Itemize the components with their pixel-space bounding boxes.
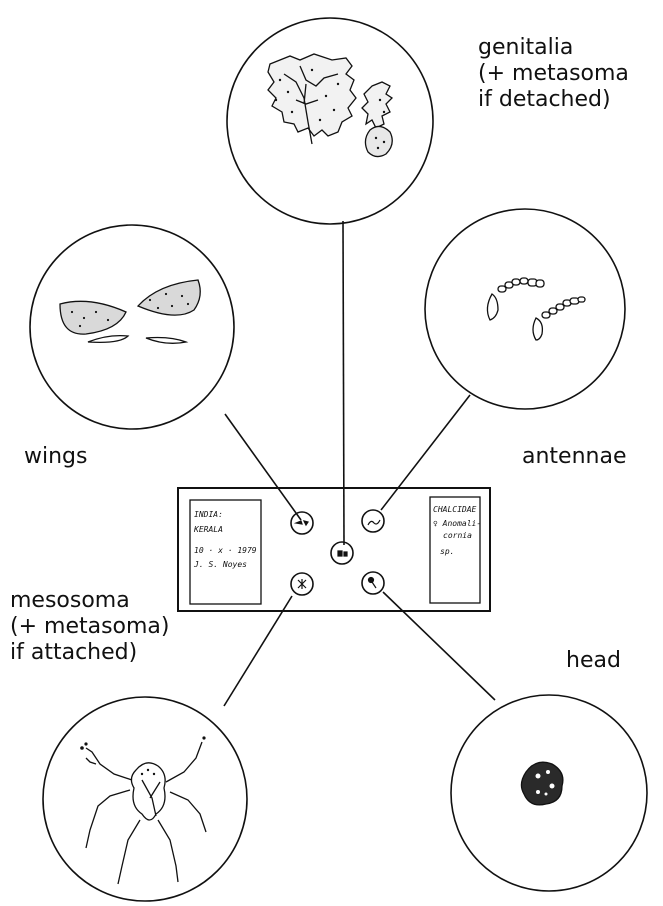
head-circle <box>450 694 648 892</box>
slide-label-right <box>429 496 481 604</box>
left-label-line-1: INDIA: <box>194 510 223 519</box>
mini-head-icon <box>367 576 375 584</box>
connector-genitalia <box>342 220 345 546</box>
connector-wings <box>224 413 302 521</box>
head-illustration <box>520 761 564 806</box>
connector-head <box>382 591 496 701</box>
right-label-line-1: CHALCIDAE <box>433 505 477 514</box>
coverslip-mesosoma <box>290 572 314 596</box>
genitalia-label-line-3: if detached) <box>478 87 611 112</box>
left-label-line-2: KERALA <box>193 525 223 534</box>
coverslip-genitalia <box>330 541 354 565</box>
wings-illustration <box>59 279 201 344</box>
genitalia-illustration <box>267 53 394 158</box>
genitalia-circle <box>226 17 434 225</box>
antennae-illustration <box>486 277 586 341</box>
mini-genitalia-icon <box>337 550 348 557</box>
mesosoma-label: mesosoma (+ metasoma) if attached) <box>10 588 170 666</box>
head-label: head <box>566 648 621 673</box>
connector-antennae <box>380 394 471 511</box>
right-label-line-4: sp. <box>440 547 454 556</box>
mesosoma-label-line-3: if attached) <box>10 640 138 665</box>
wings-label: wings <box>24 444 88 469</box>
mini-antenna-icon <box>367 519 381 526</box>
left-label-line-3: 10 · x · 1979 <box>194 546 257 555</box>
right-label-text: CHALCIDAE ♀ Anomali- cornia sp. <box>433 505 481 556</box>
left-label-line-4: J. S. Noyes <box>193 560 247 569</box>
mesosoma-illustration <box>80 736 207 885</box>
right-label-line-3: cornia <box>443 531 472 540</box>
coverslip-head <box>361 571 385 595</box>
microscope-slide <box>177 487 491 612</box>
wings-circle <box>29 224 235 430</box>
antennae-circle <box>424 208 626 410</box>
mesosoma-circle <box>42 696 248 902</box>
left-label-text: INDIA: KERALA 10 · x · 1979 J. S. Noyes <box>193 510 257 569</box>
mini-wings-icon <box>293 520 309 527</box>
genitalia-label: genitalia (+ metasoma if detached) <box>478 35 629 113</box>
antennae-label: antennae <box>522 444 627 469</box>
connector-mesosoma <box>223 595 293 707</box>
coverslip-antennae <box>361 509 385 533</box>
genitalia-label-line-1: genitalia <box>478 35 574 60</box>
genitalia-label-line-2: (+ metasoma <box>478 61 629 86</box>
mesosoma-label-line-2: (+ metasoma) <box>10 614 170 639</box>
slide-label-left <box>189 499 262 605</box>
coverslip-wings <box>290 511 314 535</box>
mini-mesosoma-icon <box>297 579 307 589</box>
mesosoma-label-line-1: mesosoma <box>10 588 130 613</box>
right-label-line-2: ♀ Anomali- <box>433 519 481 528</box>
